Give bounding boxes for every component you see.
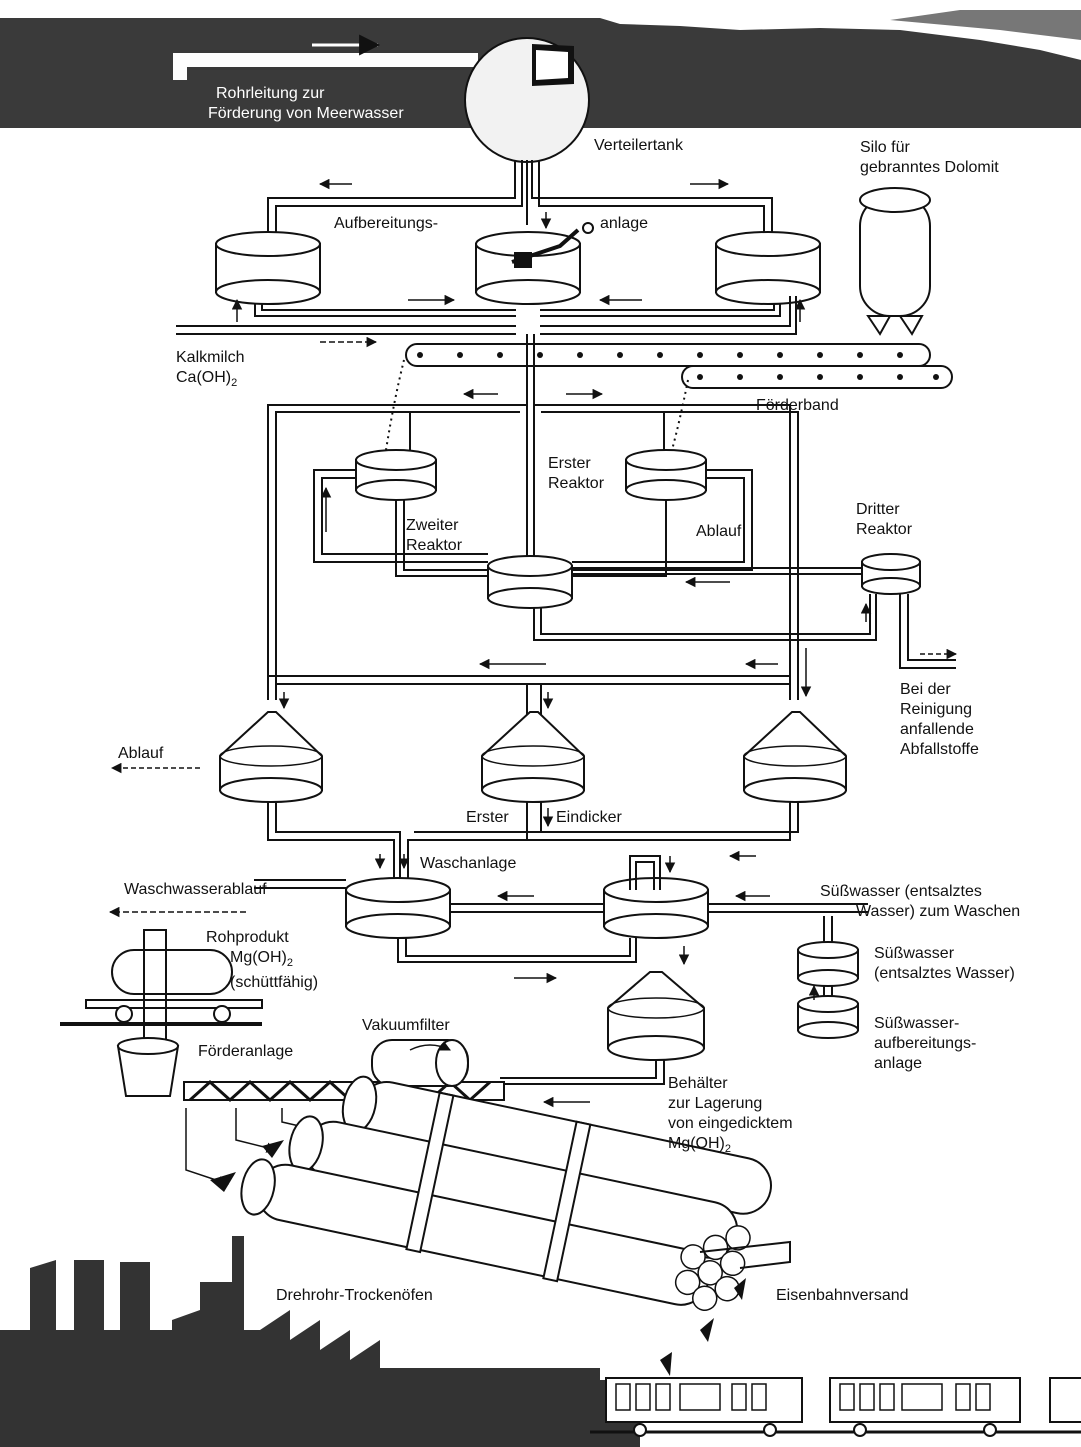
third-reactor-line1: Dritter bbox=[856, 501, 900, 518]
first-reactor-line2: Reaktor bbox=[548, 475, 605, 492]
outflow-mid-label: Ablauf bbox=[696, 523, 742, 540]
pipeline-label-line1: Rohrleitung zur bbox=[216, 85, 325, 102]
seawater-pipeline bbox=[173, 34, 478, 80]
pipeline-label: Rohrleitung zur Förderung von Meerwasser bbox=[208, 84, 404, 124]
underflow-pipes bbox=[267, 802, 799, 878]
rotary-kilns bbox=[240, 1075, 791, 1311]
treatment-tank-left bbox=[215, 231, 321, 305]
crude-product-label: Rohprodukt Mg(OH)2 (schüttfähig) bbox=[206, 928, 318, 993]
storage-tank-line3: von eingedicktem bbox=[668, 1115, 793, 1132]
silo-label: Silo für gebranntes Dolomit bbox=[860, 138, 999, 178]
silo-label-line2: gebranntes Dolomit bbox=[860, 159, 999, 176]
crude-product-line1: Rohprodukt bbox=[206, 929, 289, 946]
washer-pipes bbox=[108, 855, 868, 984]
washer-left bbox=[345, 877, 451, 939]
waste-line4: Abfallstoffe bbox=[900, 741, 979, 758]
pipeline-label-line2: Förderung von Meerwasser bbox=[208, 105, 404, 122]
reactor-feed-pipes bbox=[267, 334, 799, 700]
conveyor-system-label: Förderanlage bbox=[198, 1043, 294, 1060]
fresh-water-wash-label: Süßwasser (entsalztes Wasser) zum Wasche… bbox=[820, 882, 1020, 922]
thickener-left-label: Erster bbox=[466, 809, 509, 826]
fresh-water-line2: (entsalztes Wasser) bbox=[874, 965, 1015, 982]
first-reactor-label: Erster Reaktor bbox=[548, 454, 604, 494]
distribution-tank-label: Verteilertank bbox=[594, 137, 683, 154]
wash-water-outflow-label: Waschwasserablauf bbox=[124, 881, 267, 898]
washer-right bbox=[603, 877, 709, 939]
waste-line2: Reinigung bbox=[900, 701, 973, 718]
crude-product-line3: (schüttfähig) bbox=[230, 974, 319, 992]
lime-milk-label: Kalkmilch Ca(OH)2 bbox=[176, 348, 244, 393]
rail-tank-car bbox=[60, 929, 263, 1048]
silo-label-line1: Silo für bbox=[860, 139, 910, 156]
third-reactor-label: Dritter Reaktor bbox=[856, 500, 912, 540]
washer-label: Waschanlage bbox=[420, 855, 517, 872]
storage-tank-line4: Mg(OH)2 bbox=[668, 1135, 732, 1156]
treatment-label-left: Aufbereitungs- bbox=[334, 215, 439, 232]
storage-tank-label: Behälter zur Lagerung von eingedicktem M… bbox=[668, 1074, 793, 1159]
thickener-center bbox=[481, 711, 585, 803]
fresh-water-plant-line2: aufbereitungs- bbox=[874, 1035, 977, 1052]
thickener-right bbox=[743, 711, 847, 803]
factory-silhouette bbox=[0, 1236, 640, 1447]
fresh-water-wash-line2: Wasser) zum Waschen bbox=[856, 903, 1021, 920]
fresh-water-plant-line3: anlage bbox=[874, 1055, 923, 1072]
second-reactor bbox=[355, 449, 437, 501]
treatment-collection-pipes bbox=[176, 294, 806, 348]
waste-label: Bei der Reinigung anfallende Abfallstoff… bbox=[900, 680, 979, 760]
lime-milk-line1: Kalkmilch bbox=[176, 349, 245, 366]
rotary-kilns-label: Drehrohr-Trockenöfen bbox=[276, 1287, 433, 1304]
fresh-water-plant bbox=[797, 984, 859, 1039]
second-reactor-line1: Zweiter bbox=[406, 517, 459, 534]
storage-tank-line2: zur Lagerung bbox=[668, 1095, 763, 1112]
conveyor-belt-label: Förderband bbox=[756, 397, 839, 414]
thickener-left bbox=[219, 711, 323, 803]
hopper-bucket bbox=[116, 1037, 180, 1097]
lime-milk-line2: Ca(OH)2 bbox=[176, 369, 238, 390]
treatment-tank-right bbox=[715, 231, 821, 305]
loading-arrows bbox=[210, 1140, 746, 1376]
treatment-label-right: anlage bbox=[600, 215, 649, 232]
second-reactor-label: Zweiter Reaktor bbox=[406, 516, 462, 556]
third-reactor bbox=[861, 553, 921, 595]
treatment-tank-center bbox=[475, 222, 594, 305]
distribution-tank bbox=[464, 37, 590, 163]
fresh-water-plant-label: Süßwasser- aufbereitungs- anlage bbox=[874, 1014, 976, 1074]
center-reactor bbox=[487, 555, 573, 609]
first-reactor bbox=[625, 449, 707, 501]
rail-shipping-label: Eisenbahnversand bbox=[776, 1287, 909, 1304]
fresh-water-plant-line1: Süßwasser- bbox=[874, 1015, 960, 1032]
waste-line3: anfallende bbox=[900, 721, 974, 738]
vacuum-filter-label: Vakuumfilter bbox=[362, 1017, 450, 1034]
reactor-interconnect-pipes bbox=[268, 469, 958, 698]
outflow-left-label: Ablauf bbox=[118, 745, 164, 762]
fresh-water-line1: Süßwasser bbox=[874, 945, 955, 962]
mg-oh2-storage-tank bbox=[500, 971, 705, 1108]
fresh-water-wash-line1: Süßwasser (entsalztes bbox=[820, 883, 982, 900]
dolomite-silo bbox=[859, 187, 931, 336]
vacuum-filter bbox=[371, 1039, 469, 1087]
conveyor-belt bbox=[405, 343, 953, 389]
waste-line1: Bei der bbox=[900, 681, 951, 698]
treatment-distribution-pipes bbox=[267, 160, 773, 232]
fresh-water-label: Süßwasser (entsalztes Wasser) bbox=[874, 944, 1015, 984]
first-reactor-line1: Erster bbox=[548, 455, 591, 472]
thickener-feed-pipes bbox=[278, 684, 554, 716]
fresh-water-tank bbox=[797, 916, 859, 987]
storage-tank-line1: Behälter bbox=[668, 1075, 728, 1092]
crude-product-line2: Mg(OH)2 bbox=[230, 949, 294, 970]
second-reactor-line2: Reaktor bbox=[406, 537, 463, 554]
thickener-right-label: Eindicker bbox=[556, 809, 622, 826]
third-reactor-line2: Reaktor bbox=[856, 521, 913, 538]
railway-wagons bbox=[590, 1377, 1081, 1437]
